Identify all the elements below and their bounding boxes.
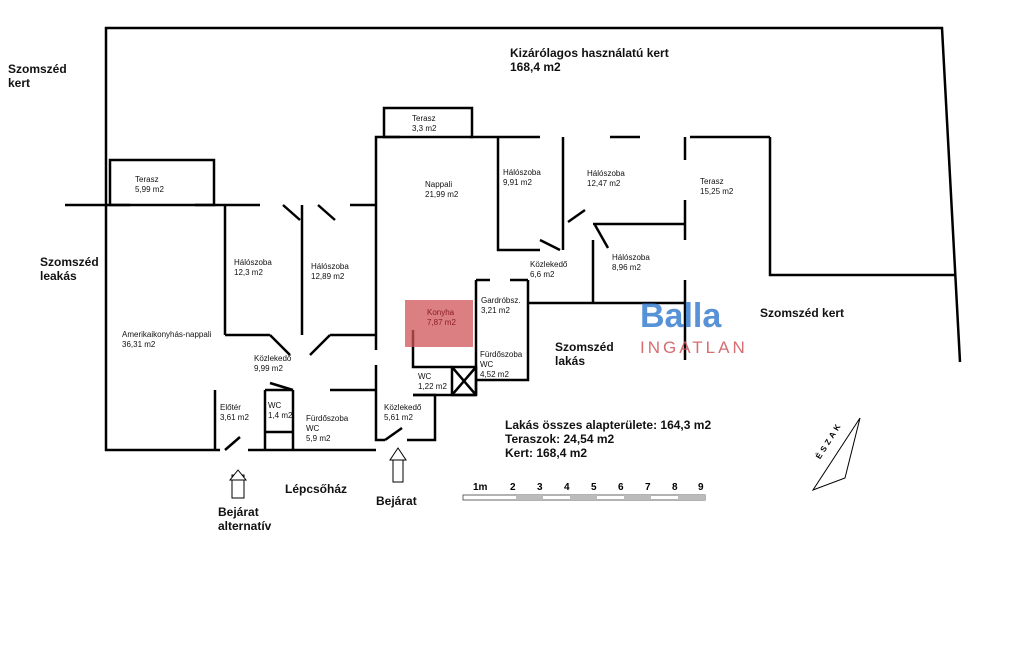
logo-brand: Balla [640, 297, 722, 335]
entrance-arrow-icon [392, 459, 404, 483]
scale-label: 3 [537, 482, 543, 493]
scale-label: 1m [473, 482, 488, 493]
logo-sub: INGATLAN [640, 338, 748, 357]
north-arrow-icon [811, 417, 861, 492]
neighbor-flat-right: Szomszéd lakás [555, 340, 614, 368]
entrance-alt-arrow-icon [231, 474, 245, 499]
scale-label: 4 [564, 482, 570, 493]
entrance-arrow-head-icon [389, 447, 407, 461]
room-label: Gardróbsz.3,21 m2 [481, 296, 521, 315]
scale-label: 6 [618, 482, 624, 493]
entrance-label: Bejárat [376, 494, 417, 508]
scale-label: 2 [510, 482, 516, 493]
scale-label: 8 [672, 482, 678, 493]
scale-label: 9 [698, 482, 704, 493]
scale-label: 5 [591, 482, 597, 493]
entrance-alt-label: Bejárat alternatív [218, 505, 272, 533]
entrance-alt-arrow-head-icon [228, 469, 248, 481]
neighbor-garden-left: Szomszéd kert [8, 62, 67, 90]
neighbor-flat-left: Szomszéd leakás [40, 255, 99, 283]
scale-bar [462, 494, 706, 501]
neighbor-garden-right: Szomszéd kert [760, 306, 845, 320]
staircase-label: Lépcsőház [285, 482, 348, 496]
logo: Balla [640, 298, 721, 334]
scale-label: 7 [645, 482, 651, 493]
logo-mark [405, 300, 473, 347]
